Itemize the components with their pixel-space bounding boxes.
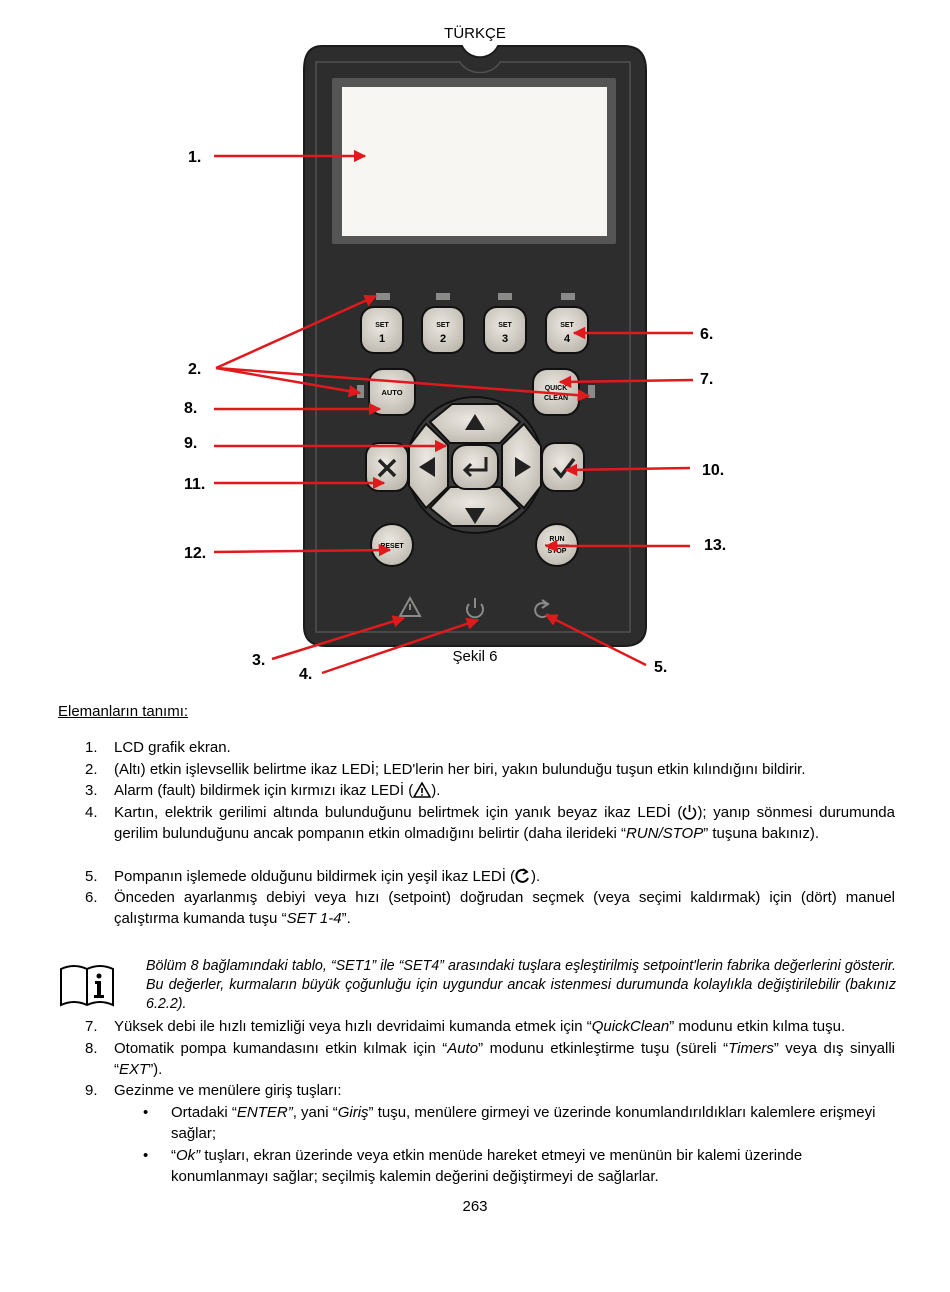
arrow-left-icon — [419, 457, 435, 477]
page-header-language: TÜRKÇE — [444, 25, 506, 42]
list-item: 3. Alarm (fault) bildirmek için kırmızı … — [85, 782, 441, 799]
power-icon — [683, 805, 697, 820]
callout-4: 4. — [299, 666, 312, 683]
set-4-button[interactable]: SET 4 — [545, 306, 589, 354]
bullet-item: • “Ok” tuşları, ekran üzerinde veya etki… — [143, 1147, 803, 1185]
list-item: 1.LCD grafik ekran. — [85, 739, 231, 756]
lcd-screen — [332, 78, 616, 244]
section-title: Elemanların tanımı: — [58, 703, 189, 720]
nav-right-button[interactable] — [501, 422, 542, 510]
info-book-icon — [60, 965, 114, 1007]
callout-6: 6. — [700, 326, 713, 343]
svg-text:1: 1 — [379, 333, 385, 345]
svg-text:AUTO: AUTO — [381, 388, 402, 397]
svg-text:QUICK: QUICK — [545, 385, 568, 392]
running-refresh-icon — [534, 599, 550, 619]
svg-text:RESET: RESET — [380, 543, 404, 550]
arrow-up-icon — [465, 414, 485, 430]
svg-text:SET: SET — [375, 322, 389, 329]
confirm-button[interactable] — [541, 442, 585, 492]
callout-1: 1. — [188, 149, 201, 166]
list-item: 4. Kartın, elektrik gerilimi altında bul… — [85, 804, 895, 842]
power-icon — [466, 598, 484, 619]
svg-text:2: 2 — [440, 333, 446, 345]
set-2-button[interactable]: SET 2 — [421, 306, 465, 354]
x-icon — [377, 458, 397, 478]
page-number: 263 — [462, 1198, 488, 1215]
svg-text:4: 4 — [564, 333, 571, 345]
svg-text:SET: SET — [498, 322, 512, 329]
callout-9: 9. — [184, 435, 197, 452]
callout-7: 7. — [700, 371, 713, 388]
svg-text:RUN: RUN — [549, 536, 564, 543]
svg-text:CLEAN: CLEAN — [544, 395, 568, 402]
set-1-button[interactable]: SET 1 — [360, 306, 404, 354]
figure-caption: Şekil 6 — [452, 648, 498, 665]
callout-11: 11. — [184, 476, 205, 493]
control-panel-figure: SET 1 SET 2 SET 3 SET 4 AUTO QUICK CLEAN — [184, 45, 726, 683]
svg-text:SET: SET — [436, 322, 450, 329]
list-item: 5. Pompanın işlemede olduğunu bildirmek … — [85, 868, 541, 885]
svg-text:STOP: STOP — [548, 548, 567, 555]
callout-arrows — [213, 149, 694, 675]
callout-3: 3. — [252, 652, 265, 669]
nav-up-button[interactable] — [428, 403, 522, 444]
callout-12: 12. — [184, 545, 206, 562]
note-text: Bölüm 8 bağlamındaki tablo, “SET1” ile “… — [146, 958, 896, 1012]
list-item: 2.(Altı) etkin işlevsellik belirtme ikaz… — [85, 761, 806, 778]
arrow-right-icon — [515, 457, 531, 477]
svg-text:3: 3 — [502, 333, 508, 345]
set-3-button[interactable]: SET 3 — [483, 306, 527, 354]
callout-13: 13. — [704, 537, 726, 554]
enter-icon — [462, 457, 488, 478]
arrow-down-icon — [465, 508, 485, 524]
reset-button[interactable]: RESET — [370, 523, 414, 567]
list-item: 6. Önceden ayarlanmış debiyi veya hızı (… — [85, 889, 895, 927]
list-item: 8. Otomatik pompa kumandasını etkin kılm… — [85, 1040, 895, 1078]
nav-down-button[interactable] — [428, 486, 522, 527]
callout-2: 2. — [188, 361, 201, 378]
callout-5: 5. — [654, 659, 667, 676]
list-item: 9.Gezinme ve menülere giriş tuşları: — [85, 1082, 342, 1099]
enter-button[interactable] — [451, 444, 499, 490]
alarm-warning-icon — [398, 595, 422, 617]
list-item: 7. Yüksek debi ile hızlı temizliği veya … — [85, 1018, 846, 1035]
callout-10: 10. — [702, 462, 724, 479]
callout-8: 8. — [184, 400, 197, 417]
alarm-warning-icon — [413, 782, 432, 798]
running-refresh-icon — [515, 868, 529, 883]
bullet-item: • Ortadaki “ENTER”, yani “Giriş” tuşu, m… — [143, 1104, 876, 1142]
svg-text:SET: SET — [560, 322, 574, 329]
